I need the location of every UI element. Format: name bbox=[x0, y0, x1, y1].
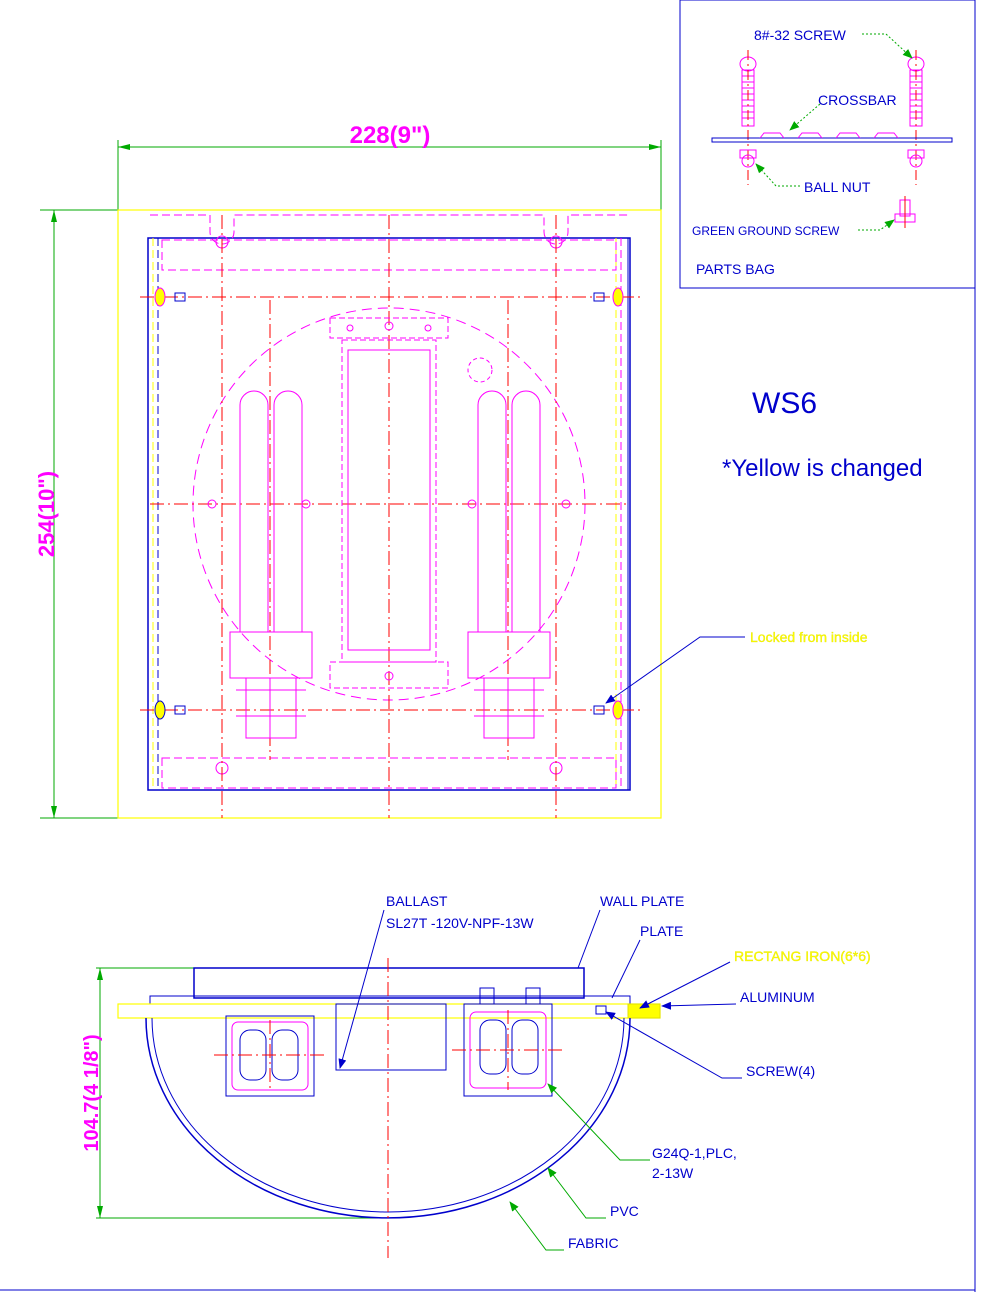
depth-dimension-label: 104.7(4 1/8") bbox=[81, 1034, 103, 1151]
width-dimension-label: 228(9") bbox=[350, 122, 431, 149]
section-view: 104.7(4 1/8") bbox=[81, 893, 871, 1258]
depth-dimension bbox=[96, 967, 380, 1219]
screw-count-label: SCREW(4) bbox=[746, 1063, 815, 1079]
crossbar-shape bbox=[711, 132, 953, 143]
lamp-right bbox=[467, 390, 551, 739]
drawing-title: WS6 bbox=[752, 387, 817, 420]
pvc-label: PVC bbox=[610, 1203, 639, 1219]
ground-screw-icon bbox=[894, 196, 916, 228]
wall-plate bbox=[193, 967, 585, 999]
rectang-iron bbox=[117, 1003, 661, 1019]
ballast-label: BALLAST bbox=[386, 893, 448, 909]
screw-label: 8#-32 SCREW bbox=[754, 27, 847, 43]
width-dimension bbox=[117, 140, 662, 210]
parts-bag-panel: 8#-32 SCREW CROSSBAR BALL NUT GREEN GROU… bbox=[679, 0, 976, 289]
lamp-type-label: G24Q-1,PLC, bbox=[652, 1145, 737, 1161]
ball-nut-icon bbox=[739, 149, 925, 168]
parts-bag-title: PARTS BAG bbox=[696, 261, 775, 277]
ground-screw-label: GREEN GROUND SCREW bbox=[692, 224, 840, 238]
ball-nut-label: BALL NUT bbox=[804, 179, 871, 195]
locked-note: Locked from inside bbox=[750, 629, 868, 645]
lock-screw-icon bbox=[154, 287, 624, 720]
change-note: *Yellow is changed bbox=[722, 455, 923, 482]
ballast-model-label: SL27T -120V-NPF-13W bbox=[386, 915, 534, 931]
ballast-housing bbox=[329, 317, 449, 689]
plate bbox=[149, 995, 631, 1005]
wall-plate-label: WALL PLATE bbox=[600, 893, 684, 909]
aluminum-label: ALUMINUM bbox=[740, 989, 815, 1005]
back-plate bbox=[147, 237, 631, 791]
crossbar-label: CROSSBAR bbox=[818, 92, 897, 108]
height-dimension bbox=[40, 209, 118, 819]
fabric-label: FABRIC bbox=[568, 1235, 619, 1251]
height-dimension-label: 254(10") bbox=[34, 471, 59, 557]
front-view: 228(9") 254(10") bbox=[34, 122, 868, 819]
plate-label: PLATE bbox=[640, 923, 683, 939]
lamp-wattage-label: 2-13W bbox=[652, 1165, 694, 1181]
ballast-box bbox=[335, 1003, 447, 1071]
rectang-iron-label: RECTANG IRON(6*6) bbox=[734, 948, 871, 964]
lamp-left bbox=[229, 390, 313, 739]
